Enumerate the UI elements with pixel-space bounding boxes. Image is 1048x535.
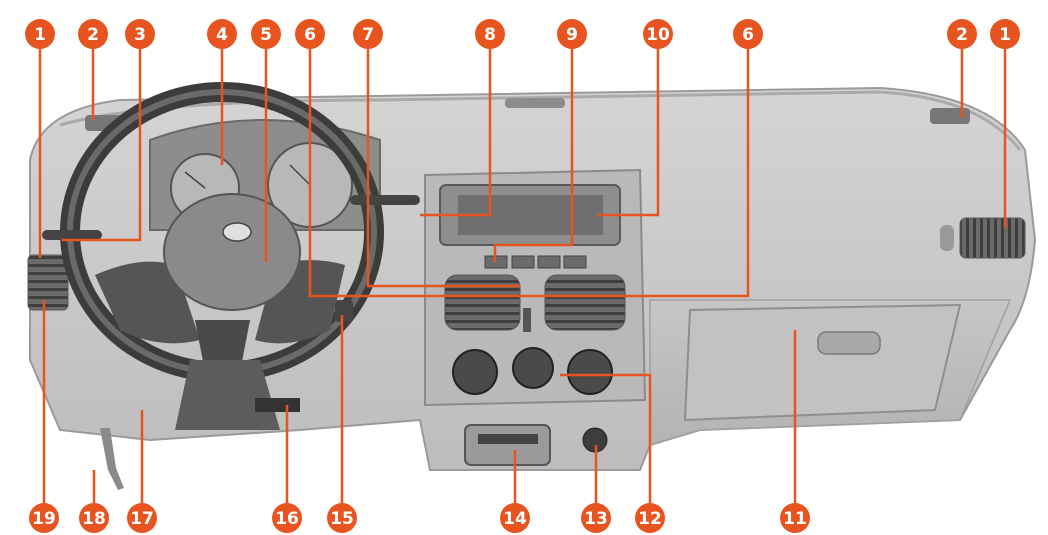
callout-circle: [125, 19, 155, 49]
lower-storage-slot: [255, 398, 300, 412]
callout-c10: 10: [643, 19, 673, 49]
callout-number: 1: [34, 25, 46, 45]
callout-circle: [581, 503, 611, 533]
callout-circle: [780, 503, 810, 533]
callout-circle: [500, 503, 530, 533]
callout-c5: 5: [251, 19, 281, 49]
callout-c13: 13: [581, 503, 611, 533]
fan-knob: [452, 349, 498, 395]
defrost-vent: [505, 98, 565, 108]
callout-number: 16: [275, 509, 299, 529]
callout-circle: [272, 503, 302, 533]
callout-number: 17: [130, 509, 154, 529]
glovebox: [683, 303, 962, 422]
callout-c17: 17: [127, 503, 157, 533]
ignition: [335, 300, 353, 322]
callout-number: 2: [956, 25, 968, 45]
right-side-vent-knob: [940, 225, 954, 251]
left-side-vent: [27, 254, 69, 311]
callout-c3: 3: [125, 19, 155, 49]
callout-number: 11: [783, 509, 807, 529]
callout-c8: 8: [475, 19, 505, 49]
callout-circle: [643, 19, 673, 49]
callout-c19: 19: [29, 503, 59, 533]
callout-c4: 4: [207, 19, 237, 49]
centre-right-vent: [544, 274, 626, 331]
ashtray: [464, 424, 551, 466]
callout-number: 7: [362, 25, 374, 45]
callout-number: 4: [216, 25, 228, 45]
callout-number: 6: [304, 25, 316, 45]
glovebox-handle: [817, 331, 881, 355]
right-upper-vent: [930, 108, 970, 124]
callout-c7: 7: [353, 19, 383, 49]
callout-c2-left: 2: [78, 19, 108, 49]
callout-circle: [990, 19, 1020, 49]
distribution-knob: [512, 347, 554, 389]
callout-circle: [251, 19, 281, 49]
callout-c18: 18: [79, 503, 109, 533]
callout-circle: [295, 19, 325, 49]
right-stalk: [350, 195, 420, 205]
callout-circle: [78, 19, 108, 49]
callout-c6-right: 6: [733, 19, 763, 49]
callout-c11: 11: [780, 503, 810, 533]
callout-number: 3: [134, 25, 146, 45]
centre-vent-divider: [523, 308, 531, 332]
dashboard-top-ridge: [59, 90, 1022, 151]
left-stalk: [42, 230, 102, 240]
callout-circle: [947, 19, 977, 49]
callout-circle: [127, 503, 157, 533]
callout-circle: [353, 19, 383, 49]
callout-circle: [29, 503, 59, 533]
centre-left-vent: [444, 274, 521, 331]
callout-number: 14: [503, 509, 527, 529]
callout-number: 8: [484, 25, 496, 45]
callout-circle: [207, 19, 237, 49]
callout-number: 18: [82, 509, 106, 529]
callout-c1-left: 1: [25, 19, 55, 49]
ashtray-slot: [478, 434, 538, 444]
callout-circle: [79, 503, 109, 533]
callout-number: 1: [999, 25, 1011, 45]
callout-c15: 15: [327, 503, 357, 533]
callout-c12: 12: [635, 503, 665, 533]
callout-number: 10: [646, 25, 670, 45]
callout-circle: [25, 19, 55, 49]
callout-c6-left: 6: [295, 19, 325, 49]
callout-circle: [475, 19, 505, 49]
callout-c16: 16: [272, 503, 302, 533]
temperature-knob: [567, 349, 613, 395]
airbag-hub: [163, 193, 301, 311]
callout-c1-right: 1: [990, 19, 1020, 49]
callout-c9: 9: [557, 19, 587, 49]
callout-number: 6: [742, 25, 754, 45]
fiat-logo: [222, 222, 252, 242]
callout-circle: [557, 19, 587, 49]
callout-number: 19: [32, 509, 56, 529]
right-side-vent: [959, 217, 1026, 259]
callout-number: 15: [330, 509, 354, 529]
callout-c2-right: 2: [947, 19, 977, 49]
callout-number: 9: [566, 25, 578, 45]
leader-lines: [38, 42, 1007, 512]
callout-circle: [327, 503, 357, 533]
callout-number: 12: [638, 509, 662, 529]
hood-release-lever: [100, 428, 124, 490]
steering-column: [175, 360, 280, 430]
callout-c14: 14: [500, 503, 530, 533]
callout-circle: [635, 503, 665, 533]
callout-number: 2: [87, 25, 99, 45]
callout-number: 13: [584, 509, 608, 529]
callout-circle: [733, 19, 763, 49]
callout-number: 5: [260, 25, 272, 45]
